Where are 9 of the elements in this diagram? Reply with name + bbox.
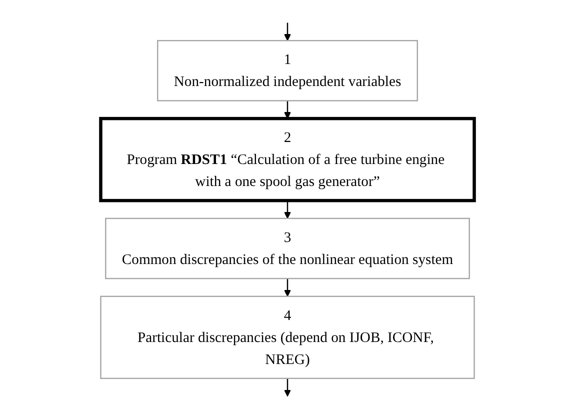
- node-box: 4 Particular discrepancies (depend on IJOB, ICONF, NREG): [100, 296, 475, 379]
- arrow: [284, 22, 292, 41]
- node-box: 1 Non-normalized independent variables: [157, 40, 418, 102]
- arrow: [284, 200, 292, 219]
- node-box: 3 Common discrepancies of the nonlinear equation system: [105, 218, 470, 280]
- node-box: 2 Program RDST1 “Calculation of a free turbine engine with a one spool gas generator”: [99, 116, 476, 202]
- arrow: [284, 278, 292, 297]
- arrow: [284, 100, 292, 119]
- arrow: [284, 378, 292, 397]
